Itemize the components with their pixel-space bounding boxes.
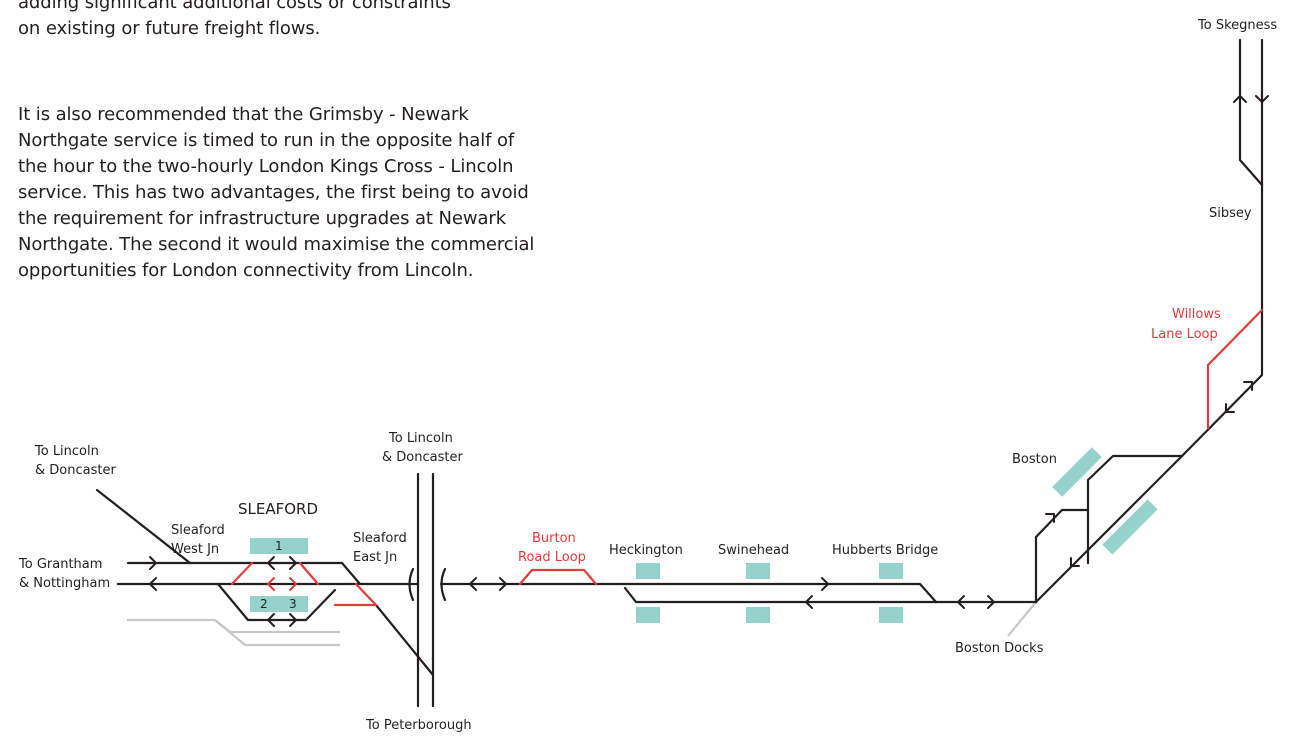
recommendation-line: opportunities for London connectivity fr… bbox=[18, 260, 474, 281]
freight-siding bbox=[214, 619, 340, 634]
skegness-line-up bbox=[1238, 38, 1264, 187]
intro-line: adding significant additional costs or c… bbox=[18, 0, 451, 13]
recommendation-line: Northgate service is timed to run in the… bbox=[18, 130, 515, 151]
label-platform-3: 3 bbox=[289, 597, 297, 611]
recommendation-line: the hour to the two-hourly London Kings … bbox=[18, 156, 514, 177]
boston-platform bbox=[1102, 499, 1158, 555]
willows-lane-loop bbox=[1206, 308, 1264, 430]
heckington-platform bbox=[636, 563, 660, 579]
label-burton-road-loop: Burton bbox=[532, 531, 576, 546]
label-platform-2: 2 bbox=[260, 597, 268, 611]
boston-platform bbox=[1052, 447, 1102, 497]
boston-north-curve bbox=[1034, 508, 1090, 604]
label-sleaford-west-jn: Sleaford bbox=[171, 523, 225, 538]
sleaford-platform-2-3 bbox=[250, 596, 308, 612]
buffer bbox=[440, 567, 447, 602]
to-lincoln-left-line bbox=[95, 488, 192, 565]
skegness-line-down bbox=[1180, 38, 1264, 458]
sleaford-platform-1-line bbox=[188, 561, 362, 586]
label-to-lincoln-mid: To Lincoln bbox=[388, 431, 453, 446]
label-to-lincoln-left: To Lincoln bbox=[34, 444, 99, 459]
label-hubberts-bridge: Hubberts Bridge bbox=[832, 543, 938, 558]
burton-road-loop bbox=[518, 568, 598, 586]
label-to-peterborough: To Peterborough bbox=[365, 718, 472, 733]
buffer bbox=[408, 567, 415, 602]
label-willows-lane-loop: Willows bbox=[1172, 307, 1221, 322]
label-to-lincoln-left: & Doncaster bbox=[35, 463, 116, 478]
sleaford-east-crossover bbox=[333, 582, 378, 607]
recommendation-paragraph: It is also recommended that the Grimsby … bbox=[18, 102, 658, 284]
heckington-platform bbox=[636, 607, 660, 623]
sleaford-crossover bbox=[230, 561, 254, 586]
label-heckington: Heckington bbox=[609, 543, 683, 558]
main-line-double bbox=[623, 586, 938, 604]
sleaford-east-curve bbox=[374, 603, 435, 677]
recommendation-line: service. This has two advantages, the fi… bbox=[18, 182, 529, 203]
boston-main-line bbox=[1034, 454, 1184, 604]
intro-line: on existing or future freight flows. bbox=[18, 18, 321, 39]
label-platform-1: 1 bbox=[275, 539, 283, 553]
label-boston: Boston bbox=[1012, 452, 1057, 467]
swinehead-platform bbox=[746, 563, 770, 579]
intro-paragraph: adding significant additional costs or c… bbox=[18, 0, 658, 42]
sleaford-crossover bbox=[298, 561, 320, 586]
label-sleaford-west-jn: West Jn bbox=[171, 542, 219, 557]
label-sibsey: Sibsey bbox=[1209, 206, 1252, 221]
label-sleaford-east-jn: East Jn bbox=[353, 550, 397, 565]
recommendation-line: Northgate. The second it would maximise … bbox=[18, 234, 535, 255]
sleaford-platform-1 bbox=[250, 538, 308, 554]
recommendation-line: It is also recommended that the Grimsby … bbox=[18, 104, 469, 125]
label-to-skegness: To Skegness bbox=[1197, 18, 1277, 33]
boston-docks-siding bbox=[1007, 601, 1037, 637]
label-sleaford-east-jn: Sleaford bbox=[353, 531, 407, 546]
label-swinehead: Swinehead bbox=[718, 543, 789, 558]
sleaford-platform-2-3-line bbox=[216, 582, 337, 622]
swinehead-platform bbox=[746, 607, 770, 623]
label-sleaford: SLEAFORD bbox=[238, 500, 318, 518]
label-to-grantham: To Grantham bbox=[18, 557, 102, 572]
label-willows-lane-loop: Lane Loop bbox=[1151, 327, 1218, 342]
recommendation-line: the requirement for infrastructure upgra… bbox=[18, 208, 507, 229]
label-to-grantham: & Nottingham bbox=[19, 576, 110, 591]
direction-arrows bbox=[149, 95, 1269, 627]
hubberts-bridge-platform bbox=[879, 607, 903, 623]
main-line-double bbox=[439, 582, 938, 604]
label-to-lincoln-mid: & Doncaster bbox=[382, 450, 463, 465]
label-burton-road-loop: Road Loop bbox=[518, 550, 586, 565]
hubberts-bridge-platform bbox=[879, 563, 903, 579]
label-boston-docks: Boston Docks bbox=[955, 641, 1044, 656]
boston-loop bbox=[1086, 454, 1184, 565]
